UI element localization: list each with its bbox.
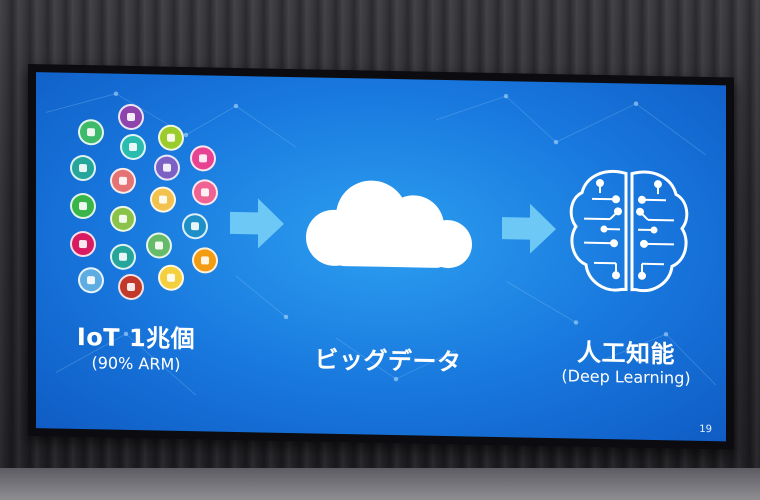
ai-title: 人工知能 <box>577 338 675 369</box>
arrow-right-icon <box>502 203 556 254</box>
stage-floor <box>0 468 760 500</box>
hand-icon <box>154 154 180 181</box>
slide-page-number: 19 <box>699 423 712 436</box>
train-icon <box>146 232 172 259</box>
ai-subtitle: (Deep Learning) <box>561 366 691 388</box>
brain-icon <box>569 170 689 293</box>
fridge-icon <box>70 192 96 220</box>
door-icon <box>192 247 218 274</box>
plane-icon <box>190 145 216 172</box>
robot-icon <box>110 205 136 233</box>
mail-icon <box>120 133 146 161</box>
arrow-right-icon <box>230 198 284 249</box>
share-icon <box>158 124 184 151</box>
presentation-slide: IoT 1兆個 (90% ARM) ビッグデータ 人工知能 (Deep Lear… <box>36 72 726 442</box>
phone-icon <box>150 186 176 213</box>
iot-subtitle: (90% ARM) <box>91 353 181 374</box>
bluetooth-icon <box>158 264 184 291</box>
car-icon <box>182 212 208 240</box>
projection-screen: IoT 1兆個 (90% ARM) ビッグデータ 人工知能 (Deep Lear… <box>28 64 734 450</box>
drone-icon <box>192 179 218 206</box>
iot-title: IoT 1兆個 <box>76 322 196 354</box>
router-icon <box>118 273 144 301</box>
cloud-icon <box>306 180 472 269</box>
camera-icon <box>118 103 144 131</box>
lock-icon <box>110 243 136 271</box>
cup-icon <box>78 266 104 294</box>
bigdata-title: ビッグデータ <box>314 345 462 377</box>
gamepad-icon <box>70 154 96 182</box>
battery-icon <box>70 230 96 258</box>
network-background <box>45 91 717 396</box>
plug-icon <box>110 167 136 195</box>
iot-device-icons <box>66 103 226 306</box>
search-icon <box>78 118 104 146</box>
